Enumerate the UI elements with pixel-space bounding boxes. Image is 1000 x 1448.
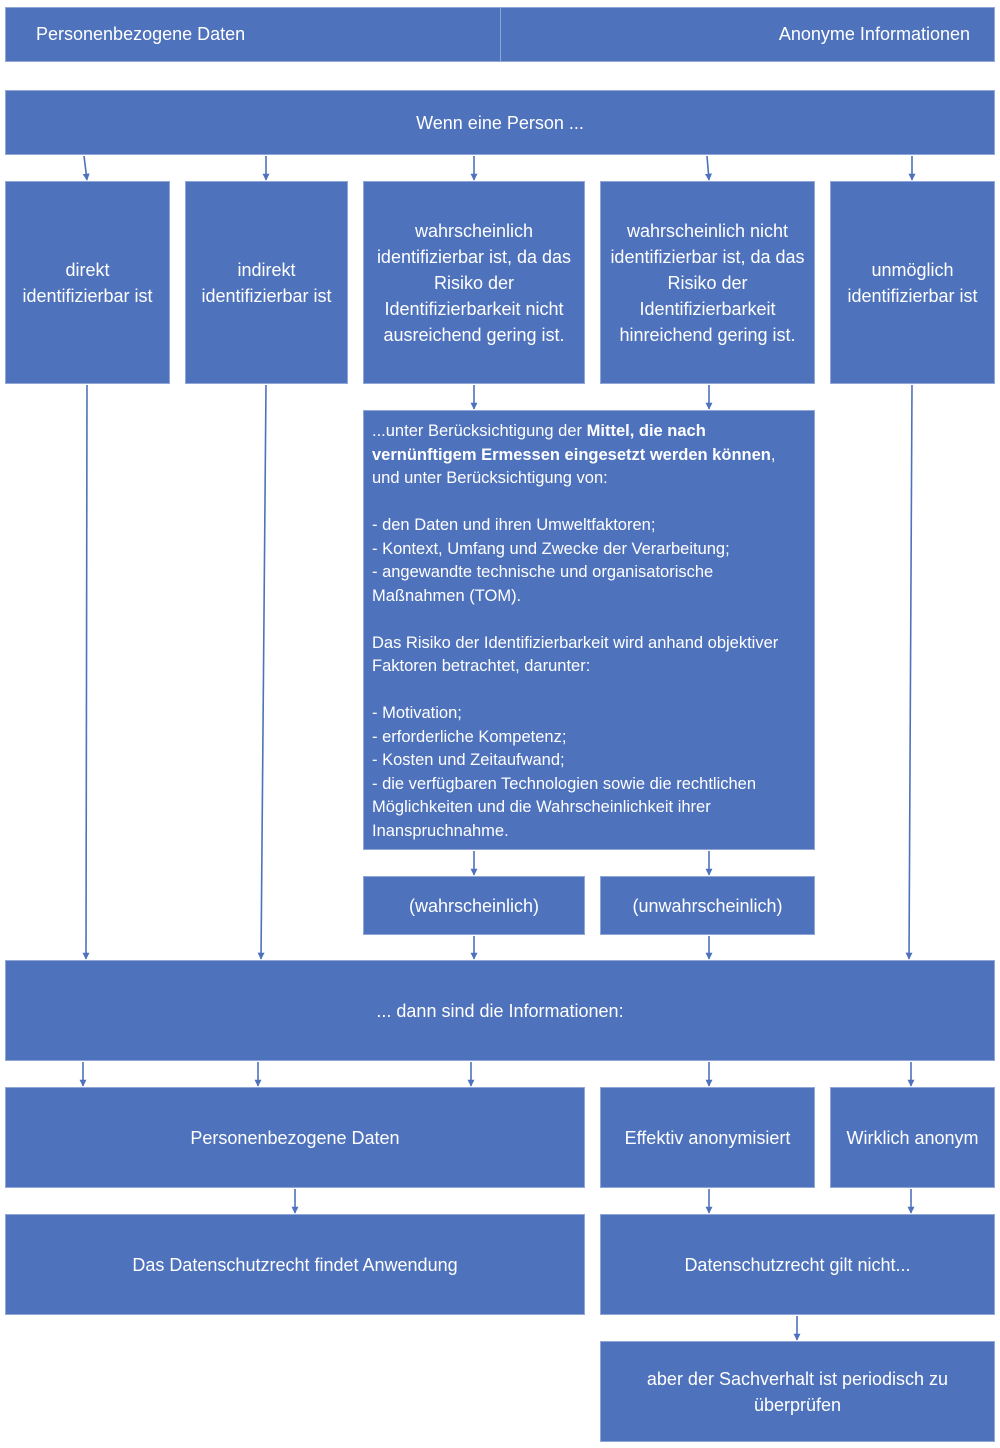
means-criteria-box: ...unter Berücksichtigung der Mittel, di… [363,410,815,850]
case-likely: wahrscheinlich identifizierbar ist, da d… [363,181,585,384]
result-truly-text: Wirklich anonym [846,1127,979,1148]
result-personal-data: Personenbezogene Daten [5,1087,585,1188]
law-not-applies-text: Datenschutzrecht gilt nicht... [684,1254,911,1275]
arrow [905,384,913,960]
result-intro-box: ... dann sind die Informationen: [5,960,995,1061]
result-intro-text: ... dann sind die Informationen: [376,1000,624,1021]
likely-box: (wahrscheinlich) [363,876,585,935]
periodic-review-box: aber der Sachverhalt ist periodisch zu ü… [600,1341,995,1442]
law-applies-text: Das Datenschutzrecht findet Anwendung [132,1254,458,1275]
case-indirect-text: indirekt identifizierbar ist [201,259,332,306]
case-impossible-text: unmöglich identifizierbar ist [847,259,978,306]
case-unlikely-text: wahrscheinlich nicht identifizierbar ist… [610,220,805,345]
periodic-review-text: aber der Sachverhalt ist periodisch zu ü… [646,1368,949,1415]
risk-paragraph: Das Risiko der Identifizierbarkeit wird … [372,633,779,676]
factor-item: - erforderliche Kompetenz; [372,727,567,746]
factor-item: - die verfügbaren Technologien sowie die… [372,774,757,840]
law-applies-box: Das Datenschutzrecht findet Anwendung [5,1214,585,1315]
arrow [82,155,90,181]
arrow [82,384,90,960]
factor-item: - Motivation; [372,704,462,722]
start-text: Wenn eine Person ... [416,112,584,133]
result-truly-anonymous: Wirklich anonym [830,1087,995,1188]
law-not-applies-box: Datenschutzrecht gilt nicht... [600,1214,995,1315]
arrow [704,155,712,181]
arrow [257,384,267,960]
means-intro: ...unter Berücksichtigung der Mittel, di… [372,422,776,487]
case-indirect: indirekt identifizierbar ist [185,181,348,384]
case-direct: direkt identifizierbar ist [5,181,170,384]
unlikely-text: (unwahrscheinlich) [632,895,783,916]
unlikely-box: (unwahrscheinlich) [600,876,815,935]
criteria-item: - Kontext, Umfang und Zwecke der Verarbe… [372,539,730,558]
case-direct-text: direkt identifizierbar ist [22,259,153,306]
factor-item: - Kosten und Zeitaufwand; [372,751,565,769]
header-personal-data: Personenbezogene Daten [36,24,246,44]
category-header: Personenbezogene Daten Anonyme Informati… [5,7,995,62]
result-personal-text: Personenbezogene Daten [190,1127,400,1148]
case-likely-text: wahrscheinlich identifizierbar ist, da d… [376,220,572,345]
case-impossible: unmöglich identifizierbar ist [830,181,995,384]
likely-text: (wahrscheinlich) [408,895,540,916]
criteria-item: - angewandte technische und organisatori… [372,563,714,605]
result-effectively-anonymised: Effektiv anonymisiert [600,1087,815,1188]
means-emphasis: Mittel, die nach vernünftigem Ermessen e… [372,422,771,464]
case-unlikely: wahrscheinlich nicht identifizierbar ist… [600,181,815,384]
header-divider [500,8,501,61]
result-effective-text: Effektiv anonymisiert [624,1127,791,1148]
start-box: Wenn eine Person ... [5,90,995,155]
header-anonymous-information: Anonyme Informationen [778,24,970,44]
criteria-item: - den Daten und ihren Umweltfaktoren; [372,516,656,534]
